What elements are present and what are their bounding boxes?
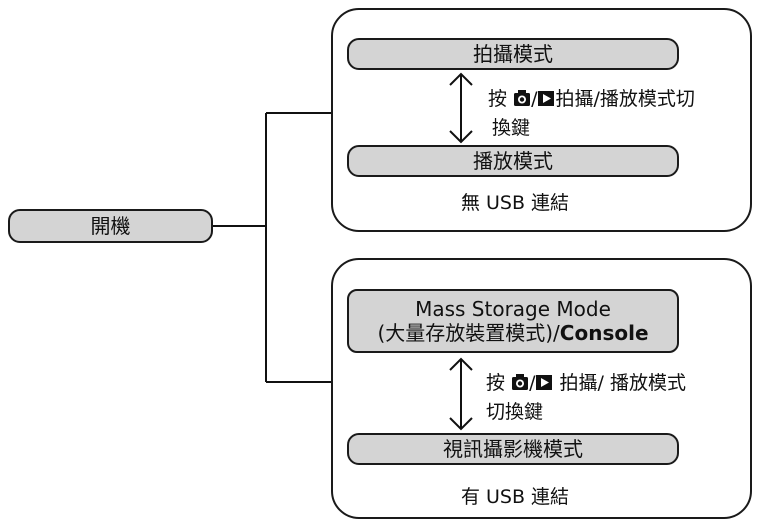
playback-mode-label: 播放模式 bbox=[473, 149, 553, 173]
start-node-label: 開機 bbox=[90, 214, 131, 238]
mass-storage-subtitle-cn: (大量存放裝置模式)/ bbox=[377, 321, 560, 345]
instruction-text: 拍攝/播放模式切 bbox=[555, 88, 695, 110]
switch-instruction-1: 按 / 拍攝/播放模式切 換鍵 bbox=[488, 86, 695, 142]
instruction-line-2: 換鍵 bbox=[492, 117, 531, 139]
switch-instruction-2: 按 / 拍攝/ 播放模式 切換鍵 bbox=[486, 370, 686, 426]
shooting-mode-node: 拍攝模式 bbox=[347, 38, 679, 70]
playback-mode-node: 播放模式 bbox=[347, 145, 679, 177]
slash: / bbox=[529, 372, 536, 394]
camera-icon bbox=[511, 372, 529, 399]
console-label: Console bbox=[559, 321, 649, 345]
mass-storage-title: Mass Storage Mode bbox=[415, 297, 611, 321]
double-arrow-icon bbox=[449, 357, 473, 431]
double-arrow-icon bbox=[449, 72, 473, 144]
instruction-text: 拍攝/ 播放模式 bbox=[559, 372, 686, 394]
play-icon bbox=[535, 372, 553, 399]
no-usb-caption: 無 USB 連結 bbox=[460, 192, 570, 214]
mass-storage-subtitle: (大量存放裝置模式)/Console bbox=[377, 321, 648, 345]
instruction-line-2: 切換鍵 bbox=[486, 401, 544, 423]
video-camera-mode-label: 視訊攝影機模式 bbox=[443, 437, 583, 461]
instruction-prefix: 按 bbox=[486, 372, 506, 394]
instruction-prefix: 按 bbox=[488, 88, 508, 110]
with-usb-caption: 有 USB 連結 bbox=[460, 486, 570, 508]
start-node: 開機 bbox=[8, 209, 213, 243]
video-camera-mode-node: 視訊攝影機模式 bbox=[347, 433, 679, 465]
play-icon bbox=[537, 88, 555, 115]
camera-icon bbox=[513, 88, 531, 115]
mass-storage-node: Mass Storage Mode (大量存放裝置模式)/Console bbox=[347, 289, 679, 353]
slash: / bbox=[531, 88, 538, 110]
shooting-mode-label: 拍攝模式 bbox=[473, 42, 553, 66]
